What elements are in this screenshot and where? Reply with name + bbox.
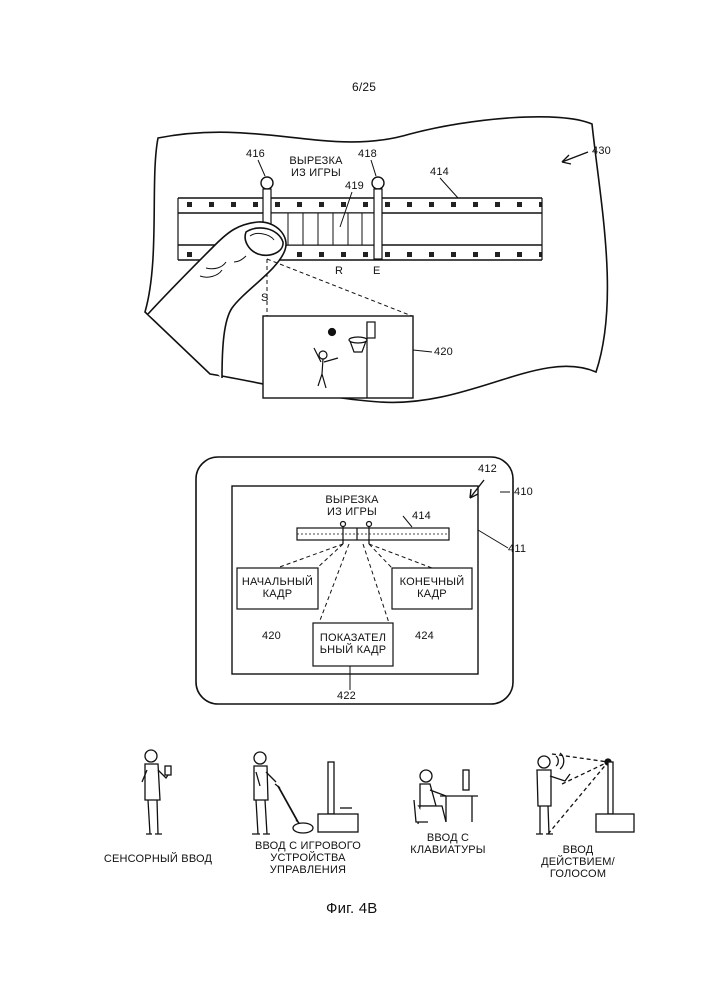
- ref-422: 422: [337, 690, 356, 702]
- marker-s-label: S: [261, 292, 269, 304]
- ref-414-panel: 414: [412, 510, 431, 522]
- ref-419: 419: [345, 180, 364, 192]
- preview-frame-420: [263, 316, 413, 398]
- ref-420-panel: 420: [262, 630, 281, 642]
- ref-414-top: 414: [430, 166, 449, 178]
- ref-430: 430: [592, 145, 611, 157]
- ref-418: 418: [358, 148, 377, 160]
- input-caption-controller: ВВОД С ИГРОВОГО УСТРОЙСТВА УПРАВЛЕНИЯ: [248, 840, 368, 876]
- input-caption-keyboard: ВВОД С КЛАВИАТУРЫ: [403, 832, 493, 856]
- person-keyboard-input-icon: [414, 770, 478, 824]
- ref-410: 410: [514, 486, 533, 498]
- person-touch-input-icon: [142, 750, 171, 834]
- ref-416: 416: [246, 148, 265, 160]
- end-marker-418: [372, 177, 384, 259]
- end-frame-label: КОНЕЧНЫЙ КАДР: [392, 576, 472, 600]
- arrow-412-icon: [470, 480, 484, 498]
- marker-r-label: R: [335, 265, 343, 277]
- figure-caption: Фиг. 4В: [326, 900, 378, 917]
- representative-frame-label: ПОКАЗАТЕЛ ЬНЫЙ КАДР: [313, 632, 393, 656]
- arrow-430-icon: [562, 152, 588, 162]
- person-voice-input-icon: [536, 753, 634, 834]
- start-frame-label: НАЧАЛЬНЫЙ КАДР: [237, 576, 318, 600]
- page-number: 6/25: [352, 80, 376, 94]
- marker-e-label: E: [373, 265, 381, 277]
- clip-label-panel: ВЫРЕЗКА ИЗ ИГРЫ: [312, 494, 392, 518]
- input-caption-touch: СЕНСОРНЫЙ ВВОД: [98, 853, 218, 865]
- input-caption-voice: ВВОД ДЕЙСТВИЕМ/ ГОЛОСОМ: [528, 844, 628, 880]
- clip-label-top: ВЫРЕЗКА ИЗ ИГРЫ: [282, 155, 350, 179]
- person-controller-input-icon: [252, 752, 358, 834]
- ref-424: 424: [415, 630, 434, 642]
- ref-411: 411: [508, 543, 526, 555]
- ref-420-top: 420: [434, 346, 453, 358]
- ref-412: 412: [478, 463, 497, 475]
